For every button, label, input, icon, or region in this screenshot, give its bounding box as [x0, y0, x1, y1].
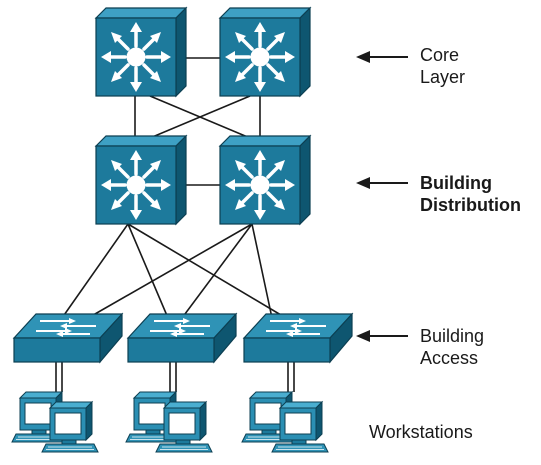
- workstation-group-2-icon: [126, 392, 212, 452]
- building-distribution-label-line2: Distribution: [420, 195, 521, 215]
- core-switch-left-icon: [94, 6, 188, 98]
- building-access-label-line2: Access: [420, 348, 479, 368]
- building-distribution-label-line1: Building: [420, 173, 492, 193]
- workstation-group-3-icon: [242, 392, 328, 452]
- arrow-left-icon: [356, 330, 408, 342]
- core-switch-right-icon: [218, 6, 312, 98]
- access-switch-3-icon: [243, 313, 353, 363]
- distribution-switch-right-icon: [218, 134, 312, 226]
- building-distribution-label: Building Distribution: [420, 172, 521, 216]
- building-access-label-line1: Building: [420, 326, 485, 346]
- distribution-access-links: [61, 223, 287, 319]
- core-layer-label: Core Layer: [420, 44, 465, 88]
- core2-dist1-link: [149, 95, 251, 139]
- core-layer-label-line2: Layer: [420, 67, 466, 87]
- arrow-left-icon: [356, 51, 408, 63]
- access-switch-2-icon: [127, 313, 237, 363]
- workstations-label: Workstations: [369, 422, 473, 442]
- building-access-label: Building Access: [420, 325, 484, 369]
- distribution-switch-left-icon: [94, 134, 188, 226]
- workstation-group-1-icon: [12, 392, 98, 452]
- core-layer-label-line1: Core: [420, 45, 460, 65]
- access-switch-1-icon: [13, 313, 123, 363]
- access-workstation-links: [55, 362, 295, 392]
- arrow-left-icon: [356, 177, 408, 189]
